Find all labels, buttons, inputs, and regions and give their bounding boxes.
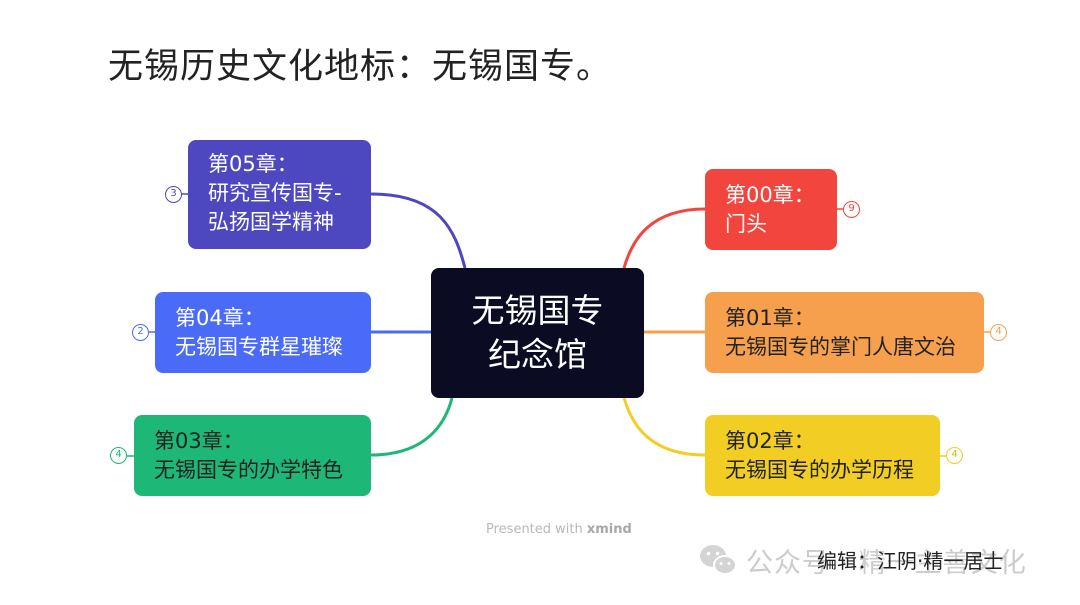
topic-ch01-line1: 第01章： bbox=[725, 306, 815, 330]
topic-ch03-line1: 第03章： bbox=[154, 429, 244, 453]
topic-ch02[interactable]: 第02章： 无锡国专的办学历程 bbox=[705, 415, 940, 496]
topic-ch04[interactable]: 第04章： 无锡国专群星璀璨 bbox=[155, 292, 371, 373]
connector-ch03 bbox=[370, 397, 454, 457]
topic-ch01[interactable]: 第01章： 无锡国专的掌门人唐文治 bbox=[705, 292, 984, 373]
topic-ch05-line3: 弘扬国学精神 bbox=[208, 210, 334, 234]
xmind-brand: xmind bbox=[586, 522, 632, 537]
page-title: 无锡历史文化地标：无锡国专。 bbox=[108, 47, 613, 87]
topic-ch01-count-badge[interactable]: 4 bbox=[990, 324, 1007, 341]
topic-ch03-count-badge[interactable]: 4 bbox=[110, 447, 127, 464]
topic-ch01-line2: 无锡国专的掌门人唐文治 bbox=[725, 335, 956, 359]
presented-with-xmind: Presented with xmind bbox=[486, 522, 632, 537]
topic-ch04-line1: 第04章： bbox=[175, 306, 265, 330]
topic-ch05-line1: 第05章： bbox=[208, 152, 298, 176]
topic-ch02-line2: 无锡国专的办学历程 bbox=[725, 458, 914, 482]
topic-ch02-count-badge[interactable]: 4 bbox=[946, 447, 963, 464]
topic-ch02-line1: 第02章： bbox=[725, 429, 815, 453]
topic-ch04-line2: 无锡国专群星璀璨 bbox=[175, 335, 343, 359]
topic-ch04-count-badge[interactable]: 2 bbox=[132, 324, 149, 341]
central-topic-line1: 无锡国专 bbox=[471, 291, 604, 330]
topic-ch00-line2: 门头 bbox=[725, 212, 767, 236]
wechat-watermark: 公众号 · 精一主善文化 bbox=[698, 540, 1027, 580]
editor-credit: 编辑：江阴·精一居士 bbox=[817, 549, 1004, 573]
connector-ch00 bbox=[622, 207, 706, 269]
topic-ch00[interactable]: 第00章： 门头 bbox=[705, 169, 837, 250]
topic-ch05-count-badge[interactable]: 3 bbox=[165, 186, 182, 203]
topic-ch05[interactable]: 第05章： 研究宣传国专- 弘扬国学精神 bbox=[188, 140, 371, 249]
presented-prefix: Presented with bbox=[486, 522, 587, 537]
topic-ch00-count-badge[interactable]: 9 bbox=[843, 201, 860, 218]
central-topic-line2: 纪念馆 bbox=[488, 335, 587, 374]
connector-ch05 bbox=[370, 192, 467, 269]
wechat-account-name: 公众号 · 精一主善文化 bbox=[746, 547, 1027, 579]
topic-ch05-line2: 研究宣传国专- bbox=[208, 181, 342, 205]
central-topic[interactable]: 无锡国专 纪念馆 bbox=[431, 268, 644, 398]
wechat-icon bbox=[700, 545, 737, 575]
topic-ch03-line2: 无锡国专的办学特色 bbox=[154, 458, 343, 482]
topic-ch00-line1: 第00章： bbox=[725, 183, 815, 207]
topic-ch03[interactable]: 第03章： 无锡国专的办学特色 bbox=[134, 415, 371, 496]
connector-ch02 bbox=[622, 397, 706, 457]
